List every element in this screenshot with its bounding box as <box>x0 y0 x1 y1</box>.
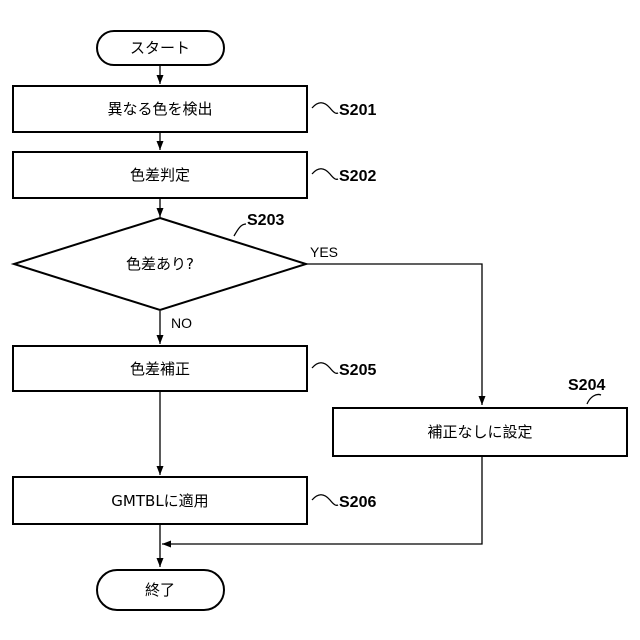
branch-no-label: NO <box>171 315 192 331</box>
leader-s203 <box>234 224 246 236</box>
process-s204-label: 補正なしに設定 <box>427 423 532 441</box>
decision-s203-label: 色差あり? <box>126 255 194 273</box>
connector-s203-s204 <box>306 264 482 405</box>
leader-s202 <box>312 169 338 180</box>
process-s202-label: 色差判定 <box>130 166 190 184</box>
leader-s204 <box>587 394 601 404</box>
leader-s205 <box>312 363 338 374</box>
process-s205-label: 色差補正 <box>130 360 190 378</box>
process-s206-label: GMTBLに適用 <box>111 492 208 510</box>
leader-s201 <box>312 103 338 114</box>
step-id-s201: S201 <box>339 102 376 119</box>
step-id-s204: S204 <box>568 377 605 394</box>
start-label: スタート <box>130 39 190 57</box>
step-id-s206: S206 <box>339 494 376 511</box>
step-id-s205: S205 <box>339 362 376 379</box>
leader-s206 <box>312 495 338 506</box>
step-id-s203: S203 <box>247 212 284 229</box>
branch-yes-label: YES <box>310 244 338 260</box>
step-id-s202: S202 <box>339 168 376 185</box>
end-label: 終了 <box>145 581 175 599</box>
process-s201-label: 異なる色を検出 <box>107 100 212 118</box>
